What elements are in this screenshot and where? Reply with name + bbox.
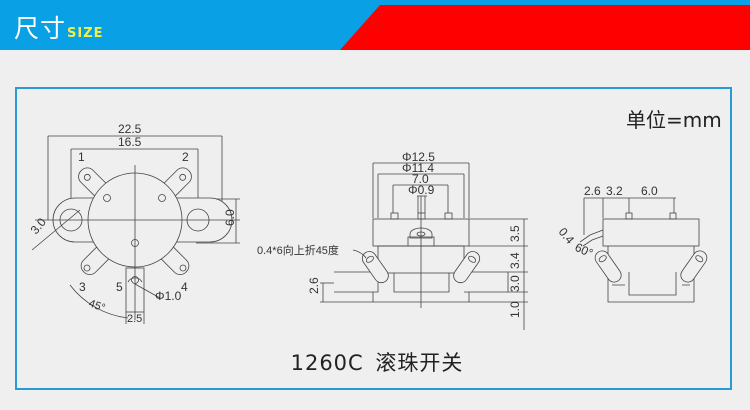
dim-h4: 1.0	[508, 301, 522, 318]
product-name: 滚珠开关	[375, 351, 464, 375]
side-view	[579, 197, 708, 303]
section-title: 尺寸SIZE	[14, 9, 104, 45]
top-view	[31, 135, 240, 324]
dim-h3: 3.0	[508, 275, 522, 292]
pin-label-4: 4	[181, 280, 188, 294]
dim-outer-dia: Φ12.5	[402, 150, 435, 164]
dim-side-c: 6.0	[641, 184, 658, 198]
dim-inner-dia: Φ11.4	[402, 161, 434, 175]
dim-angle: 45°	[87, 298, 107, 315]
header-red-band	[340, 5, 750, 50]
pin-label-5: 5	[116, 280, 123, 294]
drawing-frame	[15, 87, 732, 390]
dim-side-a: 2.6	[584, 184, 601, 198]
title-sub-text: SIZE	[67, 26, 104, 41]
front-view	[320, 162, 528, 330]
dim-h1: 3.5	[508, 225, 522, 242]
dim-pin-spacing: 7.0	[412, 172, 429, 186]
dim-radius: 3.0	[28, 215, 50, 237]
product-model: 1260C	[290, 351, 364, 375]
dim-side-angle: 60°	[573, 240, 596, 260]
dim-hole-spacing: 16.5	[118, 135, 142, 149]
unit-label: 单位=mm	[626, 108, 722, 132]
dim-side-thickness: 0.4	[556, 225, 578, 247]
dim-pin-width: 2.5	[127, 313, 142, 325]
pin-label-3: 3	[79, 280, 86, 294]
pin-label-1: 1	[78, 150, 85, 164]
dim-pin-dia: Φ0.9	[408, 183, 435, 197]
section-header: 尺寸SIZE	[0, 0, 750, 50]
pin-label-2: 2	[182, 150, 189, 164]
dim-height: 6.0	[223, 209, 237, 226]
title-text: 尺寸	[14, 14, 67, 43]
dim-flange: 2.6	[307, 277, 321, 294]
product-caption: 1260C 滚珠开关	[0, 347, 750, 377]
dim-pin-hole: Φ1.0	[155, 289, 182, 303]
dim-side-b: 3.2	[606, 184, 623, 198]
dim-overall-width: 22.5	[118, 122, 142, 136]
dim-h2: 3.4	[508, 252, 522, 269]
bend-note: 0.4*6向上折45度	[257, 243, 339, 257]
